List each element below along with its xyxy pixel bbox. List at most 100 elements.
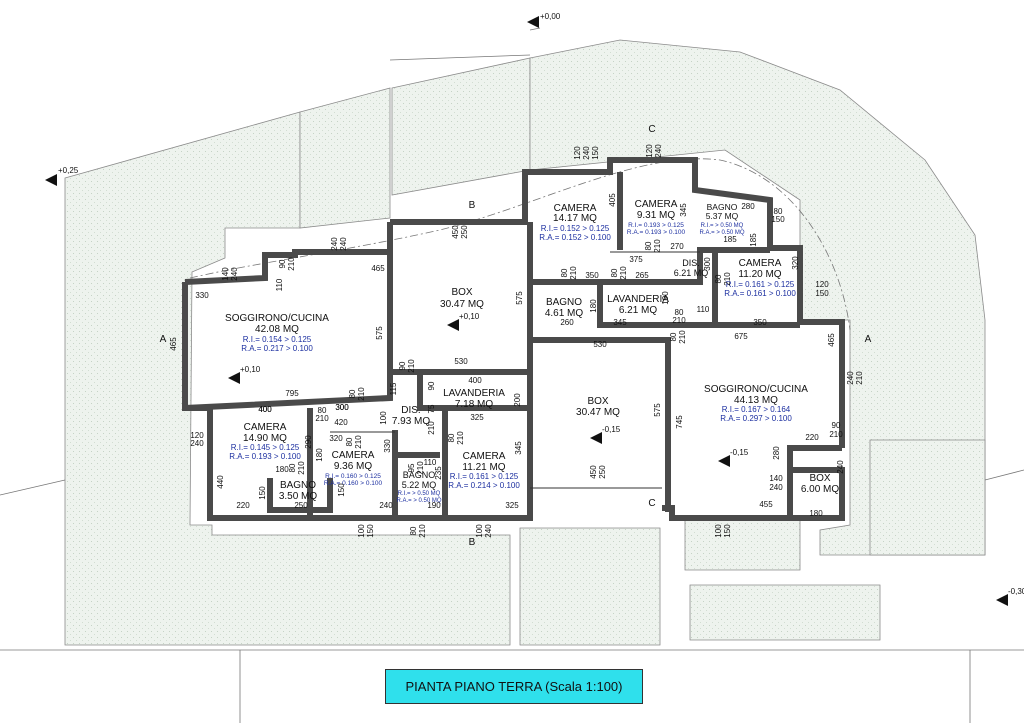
room-soggiorno-e-ra: R.A.= 0.297 > 0.100 bbox=[720, 414, 792, 423]
dim-label: 120 bbox=[645, 144, 654, 158]
room-dis-e-area: 6.21 MQ bbox=[674, 268, 709, 278]
dim-label: 80 bbox=[644, 241, 653, 250]
dim-label: 80 bbox=[669, 332, 678, 341]
room-dis-w-area: 7.93 MQ bbox=[392, 416, 431, 427]
level-soggiorno-e-label: -0,15 bbox=[730, 448, 749, 457]
dim-label: 240 bbox=[484, 524, 493, 538]
room-bagno-s-name: BAGNO bbox=[403, 470, 436, 480]
dim-label: 210 bbox=[418, 524, 427, 538]
dim-label: 235 bbox=[434, 466, 443, 480]
room-camera-a-ri: R.I.= 0.152 > 0.125 bbox=[541, 224, 610, 233]
dim-label: 90 bbox=[278, 259, 287, 268]
room-lavanderia-e-area: 6.21 MQ bbox=[619, 305, 658, 316]
room-lavanderia-w-area: 7.18 MQ bbox=[455, 399, 494, 410]
dim-label: 240 bbox=[654, 144, 663, 158]
dim-label: 140 bbox=[769, 474, 783, 483]
room-camera-a-name: CAMERA bbox=[554, 203, 597, 214]
dim-label: 465 bbox=[827, 333, 836, 347]
level-right-icon bbox=[996, 594, 1008, 606]
dim-label: 400 bbox=[468, 376, 482, 385]
dim-label: 75 bbox=[427, 404, 436, 413]
room-labels: SOGGIRONO/CUCINA 42.08 MQ R.I.= 0.154 > … bbox=[225, 199, 839, 504]
dim-label: 150 bbox=[815, 289, 829, 298]
dim-label: 745 bbox=[675, 415, 684, 429]
dim-label: 220 bbox=[236, 501, 250, 510]
dim-label: 90 bbox=[398, 361, 407, 370]
room-camera-d-ri: R.I.= 0.145 > 0.125 bbox=[231, 443, 300, 452]
room-bagno-s-area: 5.22 MQ bbox=[402, 480, 437, 490]
dim-label: 400 bbox=[258, 405, 272, 414]
dim-label: 325 bbox=[470, 413, 484, 422]
dim-label: 240 bbox=[330, 237, 339, 251]
dim-label: 210 bbox=[287, 257, 296, 271]
dim-label: 270 bbox=[670, 242, 684, 251]
dim-label: 90 bbox=[427, 381, 436, 390]
level-right-label: -0,30 bbox=[1008, 587, 1024, 596]
room-camera-c-name: CAMERA bbox=[739, 258, 782, 269]
dimension-labels: 140 240 90 210 240 240 465 330 110 465 5… bbox=[169, 144, 864, 538]
room-lavanderia-e-name: LAVANDERIA bbox=[607, 294, 669, 305]
garden-west bbox=[64, 111, 511, 646]
wall-int-1 bbox=[184, 222, 393, 411]
dim-label: 210 bbox=[357, 387, 366, 401]
dim-label: 80 bbox=[288, 463, 297, 472]
dim-label: 180 bbox=[275, 465, 289, 474]
room-soggiorno-w-name: SOGGIRONO/CUCINA bbox=[225, 313, 329, 324]
dim-label: 210 bbox=[297, 461, 306, 475]
dim-label: 80 bbox=[345, 437, 354, 446]
dim-label: 180 bbox=[315, 448, 324, 462]
room-soggiorno-w-ri: R.I.= 0.154 > 0.125 bbox=[243, 335, 312, 344]
room-camera-d-name: CAMERA bbox=[244, 422, 287, 433]
garden-south-strip bbox=[689, 584, 881, 641]
room-bagno-s-ri: R.I.= > 0.50 MQ bbox=[398, 491, 441, 497]
room-camera-a-area: 14.17 MQ bbox=[553, 213, 597, 224]
room-dis-w-name: DIS. bbox=[401, 405, 420, 416]
dim-label: 250 bbox=[598, 465, 607, 479]
dim-label: 400 bbox=[258, 405, 272, 414]
dim-label: 185 bbox=[723, 235, 737, 244]
dim-label: 220 bbox=[805, 433, 819, 442]
dim-label: 210 bbox=[569, 266, 578, 280]
dim-label: 250 bbox=[460, 225, 469, 239]
dim-label: 575 bbox=[515, 291, 524, 305]
section-b-bottom: B bbox=[469, 537, 476, 548]
garden-east bbox=[529, 39, 986, 556]
dim-label: 200 bbox=[513, 393, 522, 407]
dim-label: 185 bbox=[749, 233, 758, 247]
dim-label: 210 bbox=[456, 431, 465, 445]
wall-int-6 bbox=[597, 282, 668, 328]
dim-label: 280 bbox=[772, 446, 781, 460]
level-box-s-label: -0,15 bbox=[602, 425, 621, 434]
dim-label: 80 bbox=[560, 268, 569, 277]
room-box-e-area: 6.00 MQ bbox=[801, 484, 840, 495]
room-camera-b-area: 9.31 MQ bbox=[637, 210, 676, 221]
dim-label: 140 bbox=[221, 267, 230, 281]
room-camera-d-area: 14.90 MQ bbox=[243, 433, 287, 444]
room-camera-b-ra: R.A.= 0.193 > 0.100 bbox=[627, 229, 686, 236]
room-camera-b-ri: R.I.= 0.193 > 0.125 bbox=[628, 222, 684, 229]
dim-label: 345 bbox=[679, 203, 688, 217]
dim-label: 300 bbox=[335, 403, 349, 412]
garden-south bbox=[684, 519, 801, 571]
level-soggiorno-e-icon bbox=[718, 455, 730, 467]
room-soggiorno-e-ri: R.I.= 0.167 > 0.164 bbox=[722, 405, 791, 414]
level-soggiorno-w-label: +0,10 bbox=[240, 365, 261, 374]
room-camera-e-area: 9.36 MQ bbox=[334, 461, 373, 472]
wall-outline-south bbox=[182, 282, 533, 521]
dim-label: 120 bbox=[815, 280, 829, 289]
section-c-bottom: C bbox=[648, 498, 655, 509]
dim-label: 80 bbox=[610, 268, 619, 277]
level-soggiorno-w-icon bbox=[228, 372, 240, 384]
dim-label: 80 bbox=[675, 308, 684, 317]
dim-label: 210 bbox=[672, 316, 686, 325]
level-left-icon bbox=[45, 174, 57, 186]
dim-label: 405 bbox=[608, 193, 617, 207]
dim-label: 330 bbox=[195, 291, 209, 300]
dim-label: 110 bbox=[697, 305, 710, 314]
dim-label: 190 bbox=[661, 291, 670, 305]
room-bagno-ne-ri: R.I.= > 0.50 MQ bbox=[701, 223, 744, 229]
level-left-label: +0,25 bbox=[58, 166, 79, 175]
room-box-s-name: BOX bbox=[587, 396, 608, 407]
dim-label: 450 bbox=[451, 225, 460, 239]
room-camera-e-ra: R.A.= 0.160 > 0.100 bbox=[324, 480, 383, 487]
